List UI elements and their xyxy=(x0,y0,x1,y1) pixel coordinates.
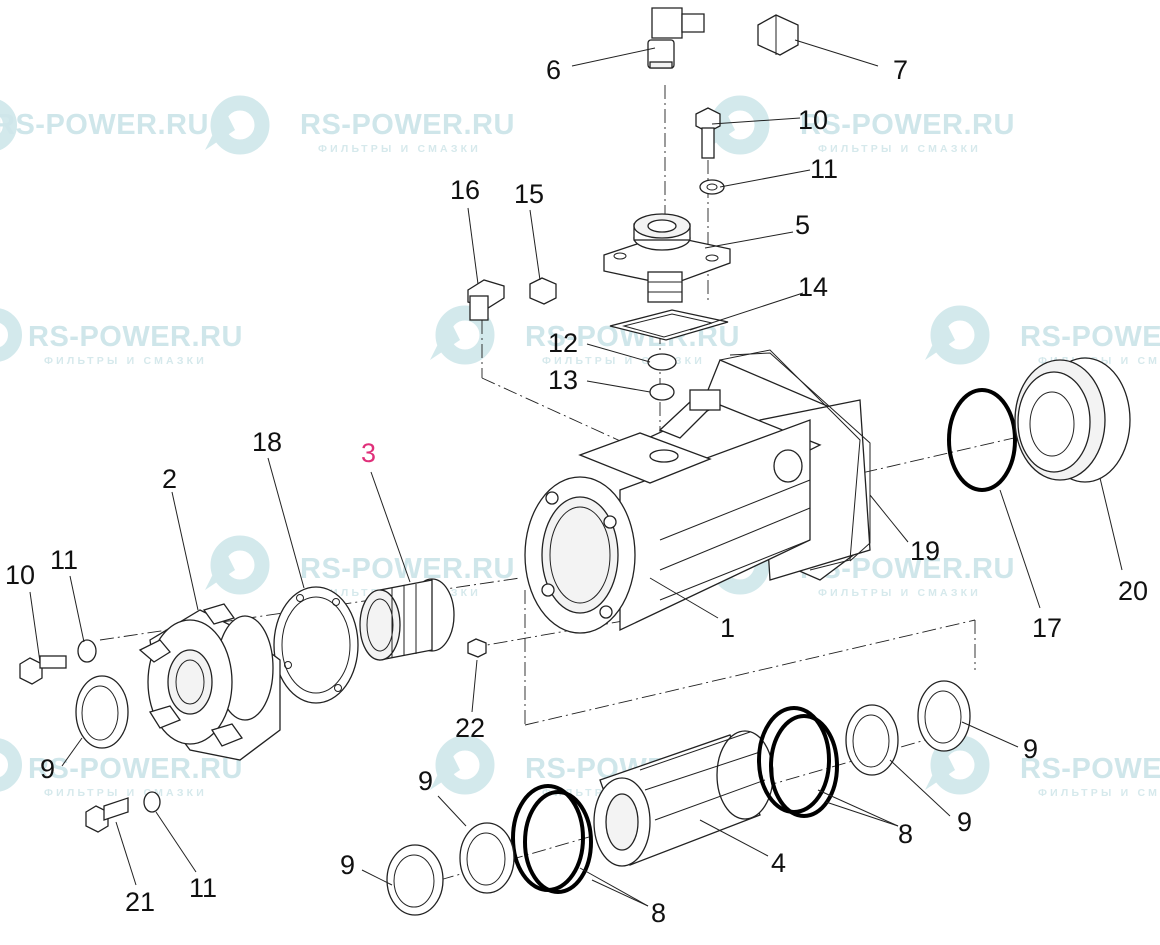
svg-text:RS-POWER.RU: RS-POWER.RU xyxy=(1020,321,1160,353)
svg-text:ФИЛЬТРЫ И СМАЗКИ: ФИЛЬТРЫ И СМАЗКИ xyxy=(1038,787,1160,799)
callout-11-left: 11 xyxy=(50,545,78,575)
part-11-left-washer xyxy=(77,639,97,663)
callout-8-right: 8 xyxy=(898,819,913,849)
callout-6: 6 xyxy=(546,55,561,85)
watermark-4: RS-POWER.RU ФИЛЬТРЫ И СМАЗКИ xyxy=(0,308,243,367)
part-2-rotor-flange xyxy=(138,603,281,761)
part-11-bottom-washer xyxy=(143,791,161,813)
part-15-nut xyxy=(529,277,557,305)
part-18-gasket xyxy=(273,586,359,704)
svg-text:RS-POWER.RU: RS-POWER.RU xyxy=(0,109,209,141)
callout-9-bottom-mid: 9 xyxy=(418,766,433,796)
callout-11-bottom: 11 xyxy=(189,873,217,903)
watermark-3: RS-POWER.RU ФИЛЬТРЫ И СМАЗКИ xyxy=(705,95,1015,155)
watermark-1: RS-POWER.RU xyxy=(0,99,209,151)
svg-text:ФИЛЬТРЫ И СМАЗКИ: ФИЛЬТРЫ И СМАЗКИ xyxy=(818,587,981,599)
callout-14: 14 xyxy=(798,272,828,302)
callout-3: 3 xyxy=(361,438,376,468)
part-6-elbow-fitting xyxy=(647,7,705,69)
part-20-bearing-cup xyxy=(1014,357,1131,483)
part-9-ring-right-mid xyxy=(845,704,899,776)
part-16-elbow-fitting xyxy=(467,279,505,321)
callout-16: 16 xyxy=(450,175,480,205)
watermark-7: RS-POWER.RU ФИЛЬТРЫ И СМАЗКИ xyxy=(205,535,515,599)
part-19-tube xyxy=(729,352,871,562)
callout-8-left: 8 xyxy=(651,898,666,928)
callout-22: 22 xyxy=(455,713,485,743)
part-8-left-rings xyxy=(511,784,593,894)
callout-18: 18 xyxy=(252,427,282,457)
callout-19: 19 xyxy=(910,536,940,566)
svg-text:RS-POWER.RU: RS-POWER.RU xyxy=(1020,753,1160,785)
callout-13: 13 xyxy=(548,365,578,395)
part-10-top-bolt xyxy=(695,107,721,159)
callout-17: 17 xyxy=(1032,613,1062,643)
watermark-6: RS-POWER.RU ФИЛЬТРЫ И СМАЗКИ xyxy=(925,305,1160,367)
callout-11-top: 11 xyxy=(810,154,838,184)
callout-10-top: 10 xyxy=(798,105,828,135)
part-12-o-ring xyxy=(647,353,677,371)
part-21-bolt xyxy=(85,797,129,833)
svg-text:ФИЛЬТРЫ И СМАЗКИ: ФИЛЬТРЫ И СМАЗКИ xyxy=(818,143,981,155)
part-13-o-ring xyxy=(649,383,675,401)
leader-lines xyxy=(29,39,1123,907)
callout-5: 5 xyxy=(795,210,810,240)
part-8-right-rings xyxy=(757,706,839,818)
callout-9-bottom-left: 9 xyxy=(340,850,355,880)
callout-9-left: 9 xyxy=(40,754,55,784)
svg-text:RS-POWER.RU: RS-POWER.RU xyxy=(300,553,515,585)
callout-labels: 6 7 10 11 5 16 15 14 12 13 18 3 2 19 20 … xyxy=(5,55,1148,928)
part-9-ring-bottom-mid xyxy=(459,822,515,894)
part-17-o-ring xyxy=(947,388,1017,492)
svg-text:ФИЛЬТРЫ И СМАЗКИ: ФИЛЬТРЫ И СМАЗКИ xyxy=(318,143,481,155)
part-11-top-washer xyxy=(699,179,725,195)
part-22-plug xyxy=(467,638,487,658)
callout-21: 21 xyxy=(125,887,155,917)
callout-9-right-mid: 9 xyxy=(957,807,972,837)
svg-text:ФИЛЬТРЫ И СМАЗКИ: ФИЛЬТРЫ И СМАЗКИ xyxy=(44,787,207,799)
part-9-left-ring xyxy=(75,675,129,749)
callout-9-right: 9 xyxy=(1023,734,1038,764)
callout-20: 20 xyxy=(1118,576,1148,606)
part-3-bushing xyxy=(359,578,455,661)
watermark-9: RS-POWER.RU ФИЛЬТРЫ И СМАЗКИ xyxy=(0,738,243,799)
watermark-2: RS-POWER.RU ФИЛЬТРЫ И СМАЗКИ xyxy=(205,95,515,155)
part-7-cap-nut xyxy=(757,14,799,56)
svg-text:RS-POWER.RU: RS-POWER.RU xyxy=(28,753,243,785)
part-9-ring-bottom-left xyxy=(386,844,444,916)
callout-12: 12 xyxy=(548,328,578,358)
callout-2: 2 xyxy=(162,464,177,494)
part-9-ring-right xyxy=(917,680,971,752)
watermark-11: RS-POWER.RU ФИЛЬТРЫ И СМАЗКИ xyxy=(925,735,1160,799)
callout-4: 4 xyxy=(771,848,786,878)
part-1-housing xyxy=(524,349,871,634)
callout-1: 1 xyxy=(720,613,735,643)
part-5-flange-cover xyxy=(603,213,731,303)
svg-text:RS-POWER.RU: RS-POWER.RU xyxy=(800,109,1015,141)
callout-7: 7 xyxy=(893,55,908,85)
svg-text:RS-POWER.RU: RS-POWER.RU xyxy=(28,321,243,353)
svg-text:RS-POWER.RU: RS-POWER.RU xyxy=(300,109,515,141)
callout-10-left: 10 xyxy=(5,560,35,590)
part-4-piston xyxy=(593,730,774,867)
callout-15: 15 xyxy=(514,179,544,209)
part-10-left-bolt xyxy=(19,655,67,685)
svg-text:ФИЛЬТРЫ И СМАЗКИ: ФИЛЬТРЫ И СМАЗКИ xyxy=(44,355,207,367)
